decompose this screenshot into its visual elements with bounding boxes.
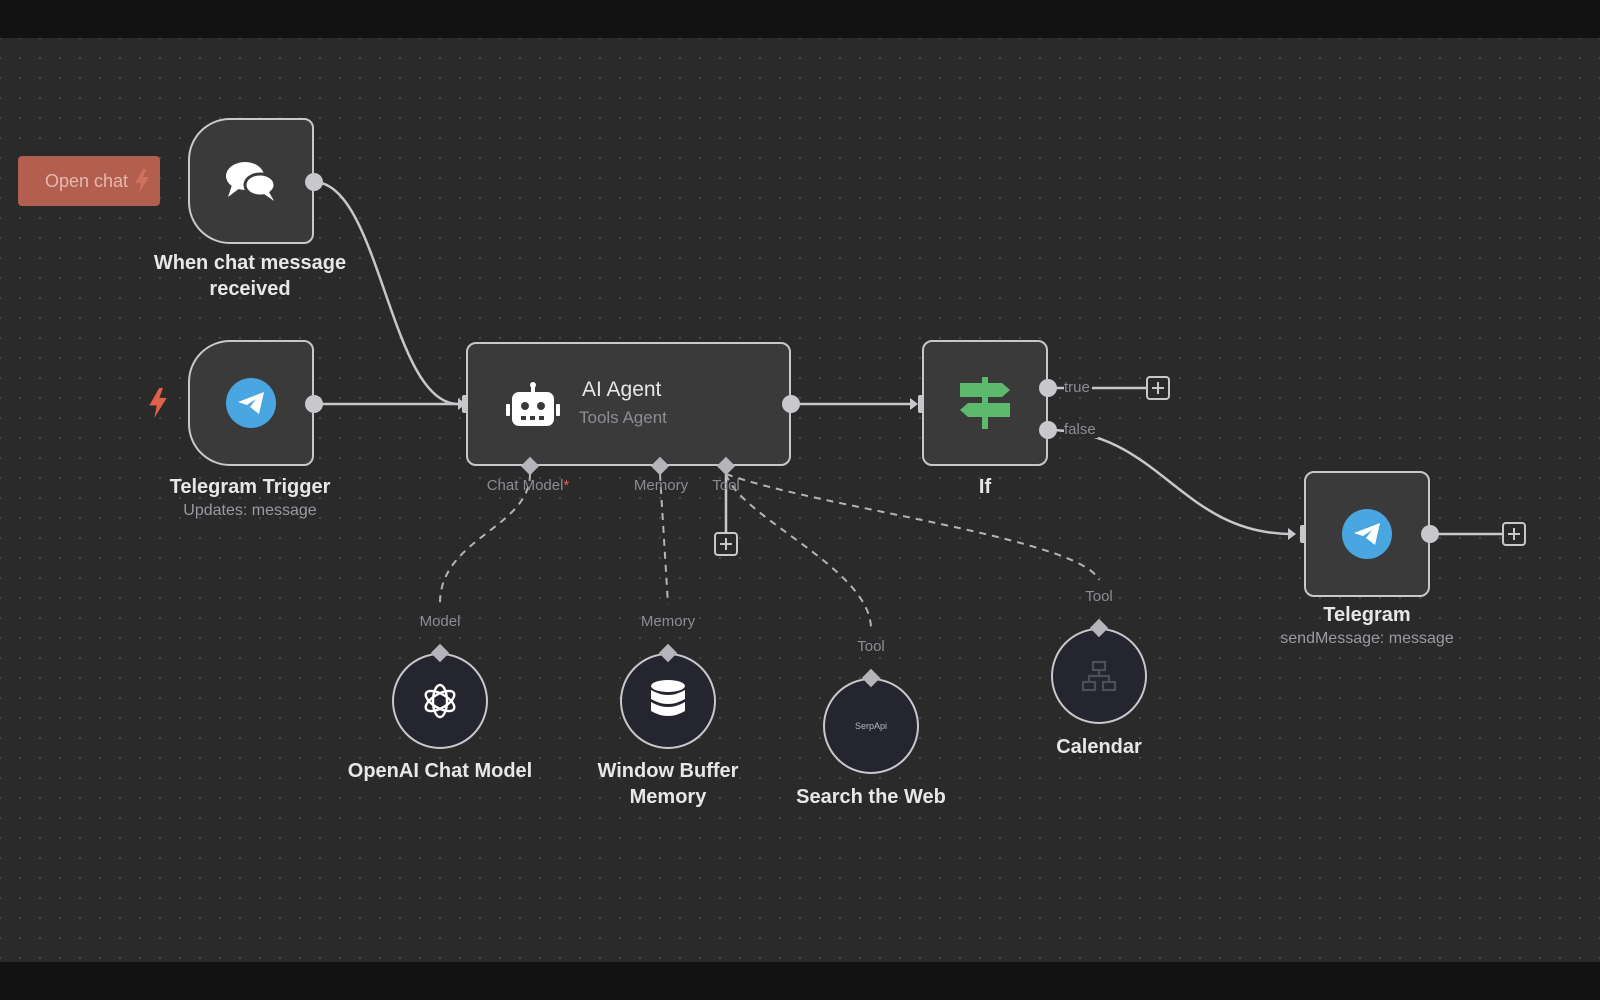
connection-chat-to-agent: [313, 180, 459, 406]
openai-icon: [419, 680, 461, 722]
open-chat-button[interactable]: Open chat: [18, 156, 160, 206]
lightning-icon: [135, 169, 150, 193]
connection-memory: [659, 473, 669, 605]
search-port-label: Tool: [857, 638, 885, 655]
add-true-branch-button[interactable]: [1146, 376, 1170, 400]
add-node-button[interactable]: [1502, 522, 1526, 546]
add-tool-button[interactable]: [714, 532, 738, 556]
connection-model: [439, 473, 531, 604]
node-search-the-web[interactable]: SerpApi: [823, 678, 919, 774]
chat-trigger-title: When chat message received: [153, 252, 347, 300]
calendar-port-label: Tool: [1085, 588, 1113, 605]
tool-port-label: Tool: [712, 477, 740, 494]
workflow-canvas[interactable]: Open chat When chat message received Tel…: [0, 38, 1600, 962]
node-chat-trigger[interactable]: [188, 118, 314, 244]
if-true-output-port[interactable]: [1039, 379, 1057, 397]
openai-title: OpenAI Chat Model: [347, 760, 533, 782]
connection-if-false: [1047, 428, 1293, 536]
node-telegram[interactable]: [1304, 471, 1430, 597]
chat-trigger-output-port[interactable]: [305, 173, 323, 191]
telegram-output-port[interactable]: [1421, 525, 1439, 543]
memory-title: Window Buffer Memory: [597, 760, 739, 808]
memory-port-label: Memory: [633, 477, 689, 494]
node-window-buffer-memory[interactable]: [620, 653, 716, 749]
robot-icon: [506, 382, 560, 435]
open-chat-label: Open chat: [45, 170, 129, 191]
if-false-output-port[interactable]: [1039, 421, 1057, 439]
node-openai-chat-model[interactable]: [392, 653, 488, 749]
connection-search-tool: [725, 473, 872, 629]
telegram-title: Telegram: [1323, 604, 1411, 626]
chat-model-port-label: Chat Model*: [486, 477, 570, 494]
ai-agent-subtitle: Tools Agent: [579, 408, 667, 427]
arrow-if-false: [1288, 528, 1296, 540]
chat-bubbles-icon: [224, 159, 278, 203]
database-icon: [650, 680, 686, 722]
if-false-label: false: [1064, 421, 1098, 438]
telegram-trigger-subtitle: Updates: message: [183, 502, 317, 519]
node-if[interactable]: [922, 340, 1048, 466]
connection-calendar-tool: [725, 473, 1100, 581]
if-true-label: true: [1064, 379, 1092, 396]
if-title: If: [978, 476, 992, 498]
network-icon: [1081, 660, 1117, 692]
lightning-icon: [149, 388, 167, 418]
node-calendar[interactable]: [1051, 628, 1147, 724]
node-telegram-trigger[interactable]: [188, 340, 314, 466]
serpapi-logo: SerpApi: [854, 721, 888, 731]
ai-agent-output-port[interactable]: [782, 395, 800, 413]
openai-port-label: Model: [419, 613, 461, 630]
telegram-icon: [1342, 509, 1392, 559]
telegram-subtitle: sendMessage: message: [1280, 630, 1454, 647]
node-ai-agent[interactable]: AI Agent Tools Agent: [466, 342, 791, 466]
arrow-agent-to-if: [910, 398, 918, 410]
calendar-title: Calendar: [1056, 736, 1142, 758]
telegram-trigger-output-port[interactable]: [305, 395, 323, 413]
telegram-trigger-title: Telegram Trigger: [169, 476, 331, 498]
search-title: Search the Web: [796, 786, 946, 808]
memory-node-port-label: Memory: [640, 613, 696, 630]
signpost-icon: [960, 377, 1010, 429]
telegram-icon: [226, 378, 276, 428]
ai-agent-title: AI Agent: [582, 378, 662, 401]
